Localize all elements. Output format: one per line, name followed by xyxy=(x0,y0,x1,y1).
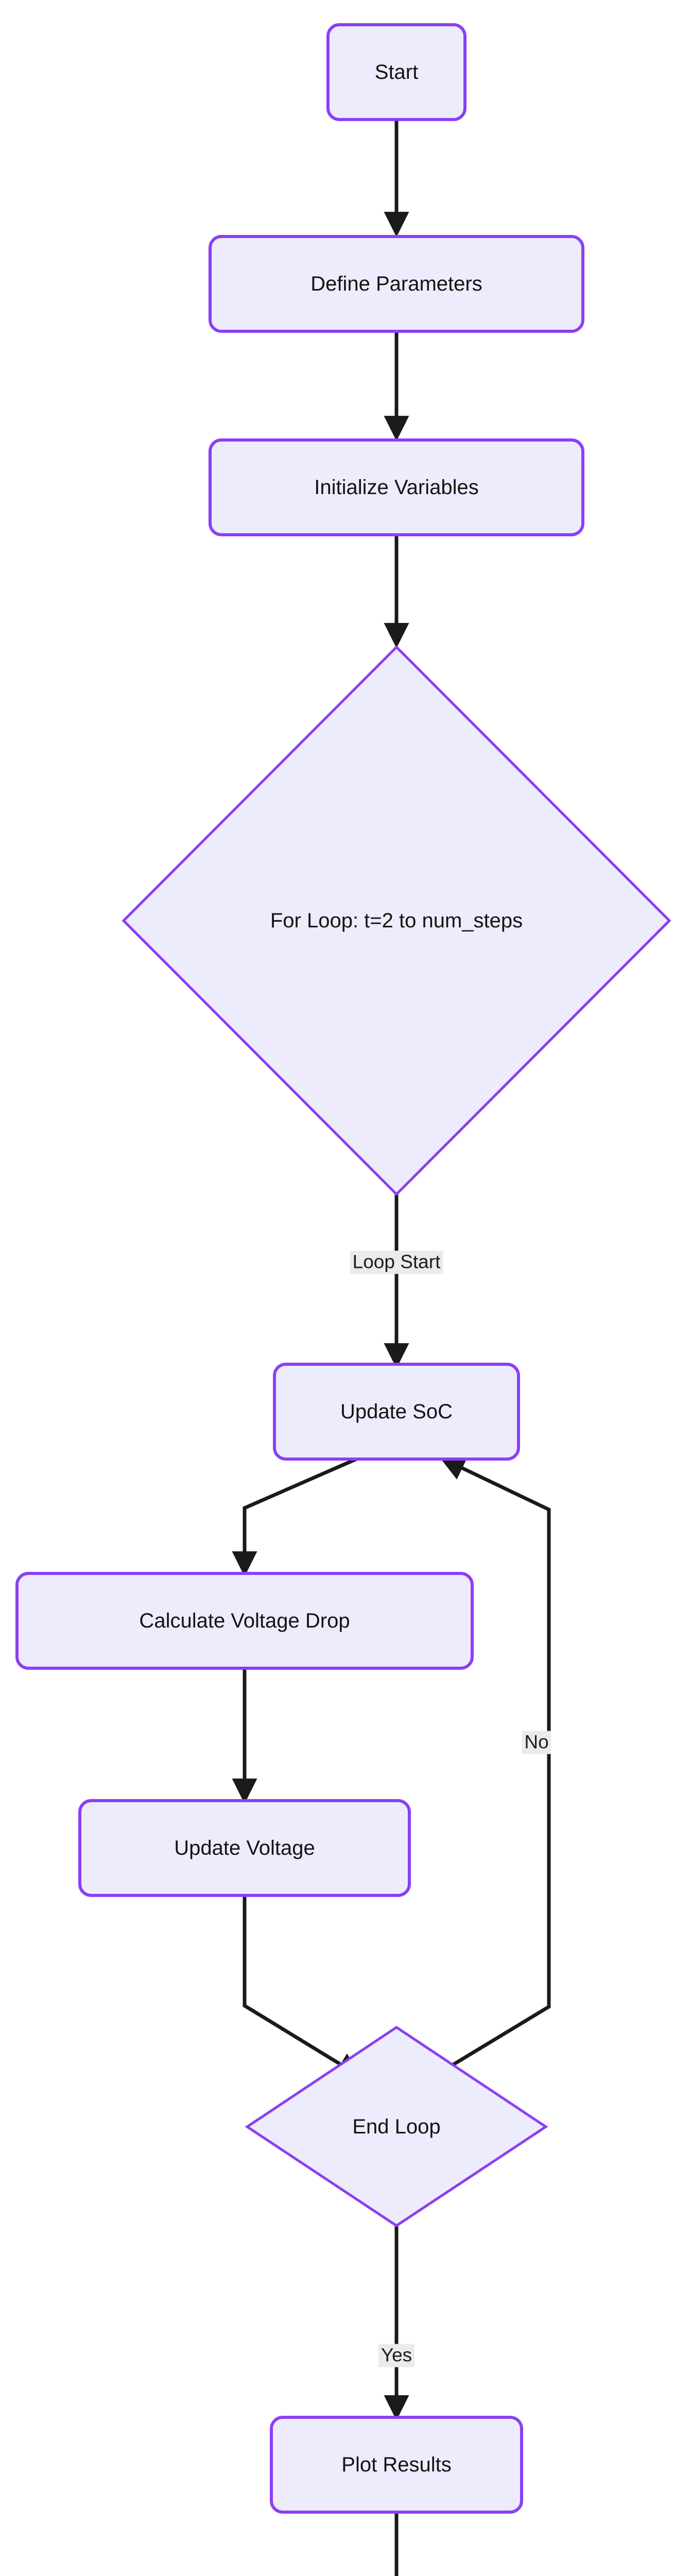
node-shape-endloop[interactable] xyxy=(245,2025,548,2227)
node-shape-plot[interactable] xyxy=(270,2416,523,2514)
node-shape-vdrop[interactable] xyxy=(15,1572,474,1670)
node-initialize-variables[interactable] xyxy=(210,440,583,535)
edge-soc-to-vdrop xyxy=(232,1455,361,1577)
node-for-loop[interactable] xyxy=(261,785,532,1057)
node-start[interactable] xyxy=(328,25,465,120)
edge-voltage-to-endloop xyxy=(243,1894,362,2078)
node-update-soc[interactable] xyxy=(274,1364,519,1459)
node-shape-start[interactable] xyxy=(326,23,467,121)
node-plot-results[interactable] xyxy=(271,2417,522,2512)
node-shape-forloop[interactable] xyxy=(122,645,671,1196)
node-end-loop[interactable] xyxy=(322,2052,471,2201)
edge-endloop-to-soc-no xyxy=(435,1456,551,2077)
node-update-voltage[interactable] xyxy=(80,1801,409,1895)
node-calculate-voltage-drop[interactable] xyxy=(17,1573,472,1668)
node-shape-soc[interactable] xyxy=(273,1363,520,1461)
node-shape-voltage[interactable] xyxy=(78,1799,411,1897)
node-shape-init[interactable] xyxy=(209,438,584,536)
node-shape-params[interactable] xyxy=(209,235,584,333)
node-define-parameters[interactable] xyxy=(210,236,583,331)
